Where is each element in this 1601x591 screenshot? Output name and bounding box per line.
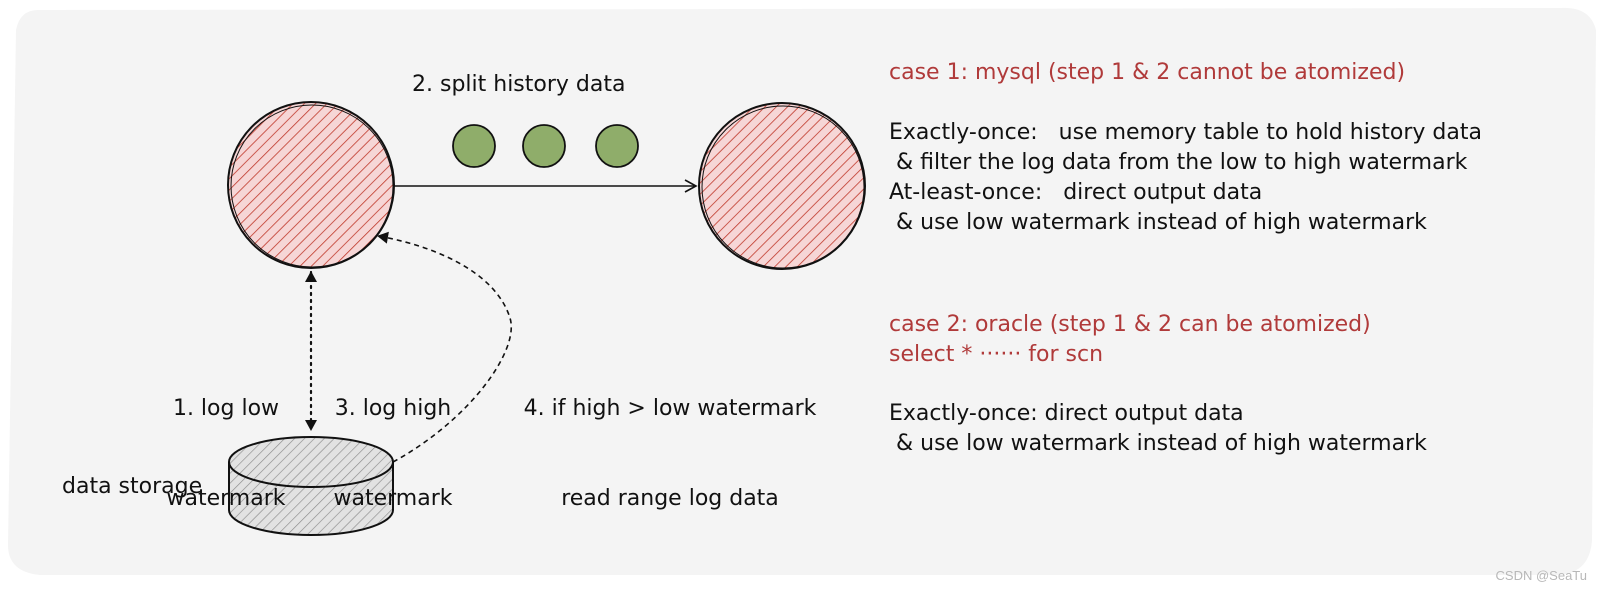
case1-line-4: & use low watermark instead of high wate… (889, 210, 1427, 235)
case2-title: case 2: oracle (step 1 & 2 can be atomiz… (889, 312, 1371, 337)
case2-line-1: Exactly-once: direct output data (889, 401, 1244, 426)
log-high-watermark-label: 3. log high watermark (318, 334, 468, 544)
background-panel (8, 7, 1596, 576)
target-node (698, 102, 866, 270)
watermark-text: CSDN @SeaTu (1495, 568, 1587, 583)
case2-line-2: & use low watermark instead of high wate… (889, 431, 1427, 456)
case1-title: case 1: mysql (step 1 & 2 cannot be atom… (889, 60, 1406, 85)
split-history-label: 2. split history data (412, 72, 626, 97)
read-range-label: 4. if high > low watermark read range lo… (515, 334, 825, 544)
read-range-line-1: 4. if high > low watermark (523, 396, 817, 421)
log-high-line-1: 3. log high (334, 396, 452, 421)
log-low-watermark-label: 1. log low watermark (150, 334, 302, 544)
case1-line-3: At-least-once: direct output data (889, 180, 1263, 205)
data-storage-label: data storage (62, 474, 203, 499)
source-node-sketch (230, 104, 394, 268)
log-high-line-2: watermark (333, 486, 453, 511)
split-dot-2 (522, 124, 566, 168)
data-storage-cylinder (228, 436, 394, 536)
target-node-sketch (701, 105, 865, 269)
split-dot-3 (595, 124, 639, 168)
case2-subtitle: select * ······ for scn (889, 342, 1104, 367)
case1-line-1: Exactly-once: use memory table to hold h… (889, 120, 1482, 145)
case1-line-2: & filter the log data from the low to hi… (889, 150, 1468, 175)
case1-notes: Exactly-once: use memory table to hold h… (889, 118, 1482, 238)
split-dot-1 (452, 124, 496, 168)
log-low-line-2: watermark (166, 486, 286, 511)
read-range-arrow (377, 231, 513, 463)
log-low-line-1: 1. log low (172, 396, 280, 421)
case2-notes: Exactly-once: direct output data & use l… (889, 399, 1427, 459)
source-node (227, 101, 395, 269)
read-range-line-2: read range log data (561, 486, 779, 511)
